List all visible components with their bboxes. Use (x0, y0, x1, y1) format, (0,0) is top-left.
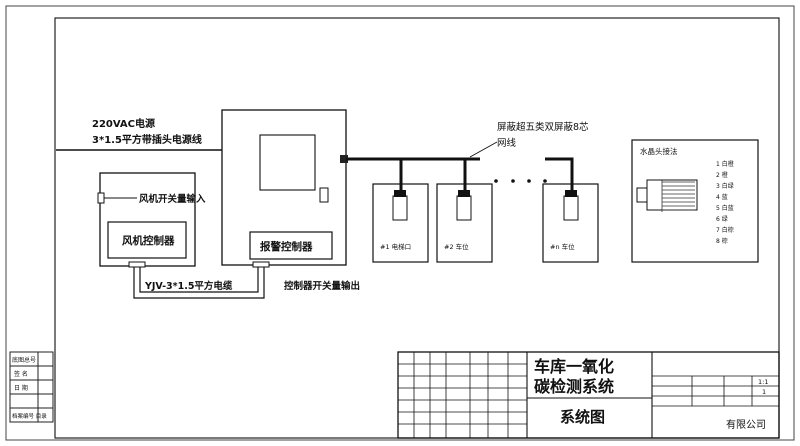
crystal-head-title: 水晶头接法 (640, 146, 678, 156)
sheet-value: 1 (762, 388, 766, 396)
left-block-row-2: 签 名 (14, 370, 28, 378)
left-block-row-1: 底图总号 (12, 356, 36, 364)
power-cable-label: 3*1.5平方带插头电源线 (92, 133, 202, 146)
detector-n-label: #n 车位 (550, 242, 575, 251)
fan-output-terminal (128, 261, 146, 268)
yjv-cable (133, 267, 265, 299)
pin-2: 2 橙 (716, 171, 728, 179)
alarm-controller: 报警控制器 (221, 109, 348, 268)
bus-cable-leader (469, 141, 498, 158)
detector-1: #1 电梯口 (372, 183, 429, 263)
title-line-1: 车库一氧化 (534, 357, 614, 376)
title-block: 车库一氧化 碳检测系统 系统图 1:1 1 有限公司 (397, 351, 780, 439)
alarm-bus-port (340, 155, 348, 163)
outer-frame (5, 5, 795, 441)
power-source-label: 220VAC电源 (92, 117, 155, 130)
alarm-output-terminal (252, 261, 270, 268)
yjv-cable-inner (139, 267, 259, 293)
left-block-row-3: 日 期 (14, 384, 28, 392)
pin-7: 7 白棕 (716, 226, 734, 234)
detector-1-label: #1 电梯口 (380, 242, 411, 251)
pin-8: 8 棕 (716, 237, 728, 245)
left-stamp-block: 底图总号 签 名 日 期 档案编号 目录 (9, 351, 54, 423)
scale-value: 1:1 (758, 378, 768, 386)
crystal-head-wiring: 水晶头接法 1 白橙 2 橙 3 白绿 4 蓝 5 白蓝 6 绿 7 白棕 8 … (631, 139, 759, 263)
detector-2: #2 车位 (436, 183, 493, 263)
bus-continuation-dots (494, 179, 547, 183)
pin-1: 1 白橙 (716, 160, 734, 168)
detector-2-label: #2 车位 (444, 242, 469, 251)
fan-controller-name: 风机控制器 (122, 234, 175, 247)
fan-input-terminal (97, 192, 105, 204)
title-line-2: 碳检测系统 (534, 377, 614, 396)
alarm-display-window (259, 134, 316, 191)
rj45-plug-icon (646, 179, 698, 211)
detector-n: #n 车位 (542, 183, 599, 263)
bus-cable-label-1: 屏蔽超五类双屏蔽8芯 (497, 121, 589, 133)
alarm-side-port (319, 187, 329, 203)
controller-output-label: 控制器开关量输出 (284, 280, 360, 292)
fan-input-label: 风机开关量输入 (139, 193, 206, 205)
bus-cable-label-2: 网线 (497, 137, 517, 149)
pin-6: 6 绿 (716, 215, 728, 223)
pin-4: 4 蓝 (716, 193, 728, 201)
yjv-cable-label: YJV-3*1.5平方电缆 (144, 280, 233, 292)
company-name: 有限公司 (726, 418, 766, 431)
fan-controller: 风机开关量输入 风机控制器 (97, 172, 206, 267)
pin-3: 3 白绿 (716, 182, 734, 190)
left-block-row-4: 档案编号 目录 (12, 412, 47, 420)
rj45-pin-lines (661, 180, 695, 212)
drawing-name: 系统图 (560, 408, 605, 426)
inner-frame (54, 17, 780, 439)
alarm-controller-name: 报警控制器 (260, 240, 313, 253)
pin-5: 5 白蓝 (716, 204, 734, 212)
